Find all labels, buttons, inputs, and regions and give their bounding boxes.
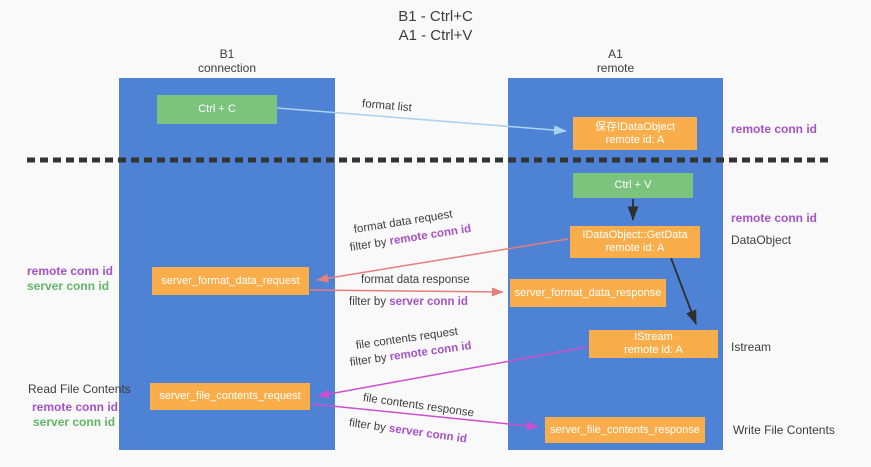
idataobject-getdata-line1: IDataObject::GetData xyxy=(582,229,688,241)
file-contents-request-arrow xyxy=(317,346,588,399)
diagram-title-line2: A1 - Ctrl+V xyxy=(398,27,473,44)
server-format-data-response-label: server_format_data_response xyxy=(514,286,662,299)
remote-conn-id-label-mid: remote conn id xyxy=(731,211,818,225)
read-file-contents-label: Read File Contents xyxy=(28,382,131,396)
filter-prefix-2: filter by xyxy=(349,296,390,308)
ctrl-v-box: Ctrl + V xyxy=(573,173,693,198)
save-idataobject-line2: remote id: A xyxy=(605,133,665,146)
remote-conn-id-label-top: remote conn id xyxy=(731,122,818,136)
file-contents-response-arrow xyxy=(311,403,539,431)
server-conn-id-label-left-bottom: server conn id xyxy=(33,415,116,429)
lifeline-b1-subtitle: connection xyxy=(197,61,257,75)
lifeline-b1-title: B1 xyxy=(219,47,235,61)
ctrl-c-box: Ctrl + C xyxy=(157,95,277,124)
format-data-response-arrow xyxy=(309,287,504,297)
write-file-contents-label: Write File Contents xyxy=(733,423,835,437)
save-idataobject-line1: 保存IDataObject xyxy=(594,120,676,133)
ctrl-v-label: Ctrl + V xyxy=(614,179,652,191)
server-format-data-request-box: server_format_data_request xyxy=(152,267,309,295)
format-data-response-label: format data response xyxy=(361,274,470,286)
istream-line2: remote id: A xyxy=(624,344,683,356)
dataobject-label: DataObject xyxy=(731,233,792,247)
getdata-to-istream-arrow xyxy=(670,257,697,325)
format-list-arrow xyxy=(276,107,567,135)
server-file-contents-request-label: server_file_contents_request xyxy=(159,390,301,402)
diagram-title: B1 - Ctrl+C A1 - Ctrl+V xyxy=(0,7,871,45)
diagram-title-line1: B1 - Ctrl+C xyxy=(398,8,473,25)
server-file-contents-request-box: server_file_contents_request xyxy=(150,383,310,410)
server-format-data-response-box: server_format_data_response xyxy=(510,279,666,307)
filter-by-server-conn-id-label-1: filter by server conn id xyxy=(349,296,468,309)
istream-side-label: Istream xyxy=(731,340,772,354)
idataobject-getdata-box: IDataObject::GetData remote id: A xyxy=(570,226,700,258)
ctrl-c-label: Ctrl + C xyxy=(198,103,236,115)
idataobject-getdata-line2: remote id: A xyxy=(605,242,665,254)
lifeline-header-b1: B1 connection xyxy=(119,47,335,75)
remote-conn-id-label-left-top: remote conn id xyxy=(27,264,114,278)
server-file-contents-response-label: server_file_contents_response xyxy=(550,423,700,436)
format-data-request-arrow xyxy=(316,238,569,283)
server-conn-id-highlight-1: server conn id xyxy=(389,296,468,308)
istream-line1: IStream xyxy=(634,331,673,343)
lifeline-a1-subtitle: remote xyxy=(596,61,635,75)
lifeline-header-a1: A1 remote xyxy=(508,47,723,75)
server-format-data-request-label: server_format_data_request xyxy=(161,274,300,287)
save-idataobject-box: 保存IDataObject remote id: A xyxy=(573,117,697,150)
server-conn-id-label-left-top: server conn id xyxy=(27,279,110,293)
istream-box: IStream remote id: A xyxy=(589,330,718,358)
server-file-contents-response-box: server_file_contents_response xyxy=(545,417,705,443)
remote-conn-id-label-left-bottom: remote conn id xyxy=(32,400,119,414)
lifeline-a1-title: A1 xyxy=(608,47,623,61)
